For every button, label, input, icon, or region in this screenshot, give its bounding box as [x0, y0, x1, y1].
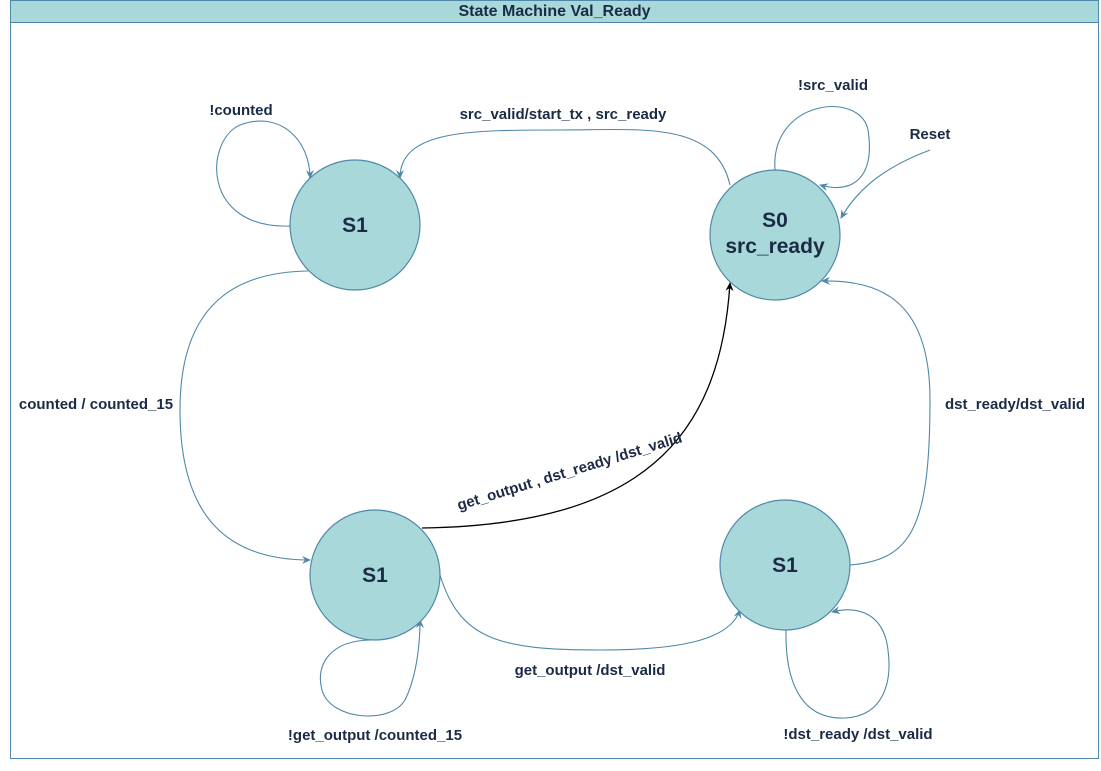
- edge-bottom-left-to-bottom-right: [439, 574, 742, 651]
- state-node-s0[interactable]: S0 src_ready: [709, 169, 841, 301]
- state-node-top-left[interactable]: S1: [289, 159, 421, 291]
- transition-label-bottom-right-to-s0: dst_ready/dst_valid: [945, 396, 1085, 413]
- transition-label-s0-to-top-left: src_valid/start_tx , src_ready: [460, 106, 667, 123]
- state-label: S1: [342, 214, 368, 237]
- state-node-bottom-right[interactable]: S1: [719, 499, 851, 631]
- edge-top-left-to-bottom-left: [179, 270, 311, 564]
- transition-label-self-bottom-right: !dst_ready /dst_valid: [783, 726, 932, 743]
- state-output-label: src_ready: [725, 235, 825, 258]
- transition-label-self-bottom-left: !get_output /counted_15: [288, 727, 462, 744]
- edge-self-bottom-right: [785, 606, 890, 719]
- transition-label-top-left-to-bottom-left: counted / counted_15: [19, 396, 173, 413]
- edge-reset: [840, 149, 931, 219]
- edge-s0-to-top-left: [396, 128, 731, 186]
- edge-self-bottom-left: [319, 619, 424, 717]
- transition-label-bottom-left-to-s0: get_output , dst_ready /dst_valid: [455, 429, 684, 514]
- state-label: S1: [772, 554, 798, 577]
- edge-self-s0: [774, 106, 870, 192]
- transition-label-self-top-left: !counted: [209, 102, 272, 119]
- state-node-bottom-left[interactable]: S1: [309, 509, 441, 641]
- edge-bottom-right-to-s0: [821, 276, 931, 566]
- diagram-frame: State Machine Val_Ready: [10, 0, 1099, 759]
- state-label: S0: [762, 209, 788, 232]
- state-label: S1: [362, 564, 388, 587]
- diagram-title: State Machine Val_Ready: [11, 1, 1098, 23]
- edge-bottom-left-to-s0: [421, 282, 734, 529]
- edge-self-top-left: [216, 120, 314, 227]
- transition-label-bottom-left-to-bottom-right: get_output /dst_valid: [515, 662, 666, 679]
- transition-label-self-s0: !src_valid: [798, 77, 868, 94]
- transition-label-reset: Reset: [910, 126, 951, 143]
